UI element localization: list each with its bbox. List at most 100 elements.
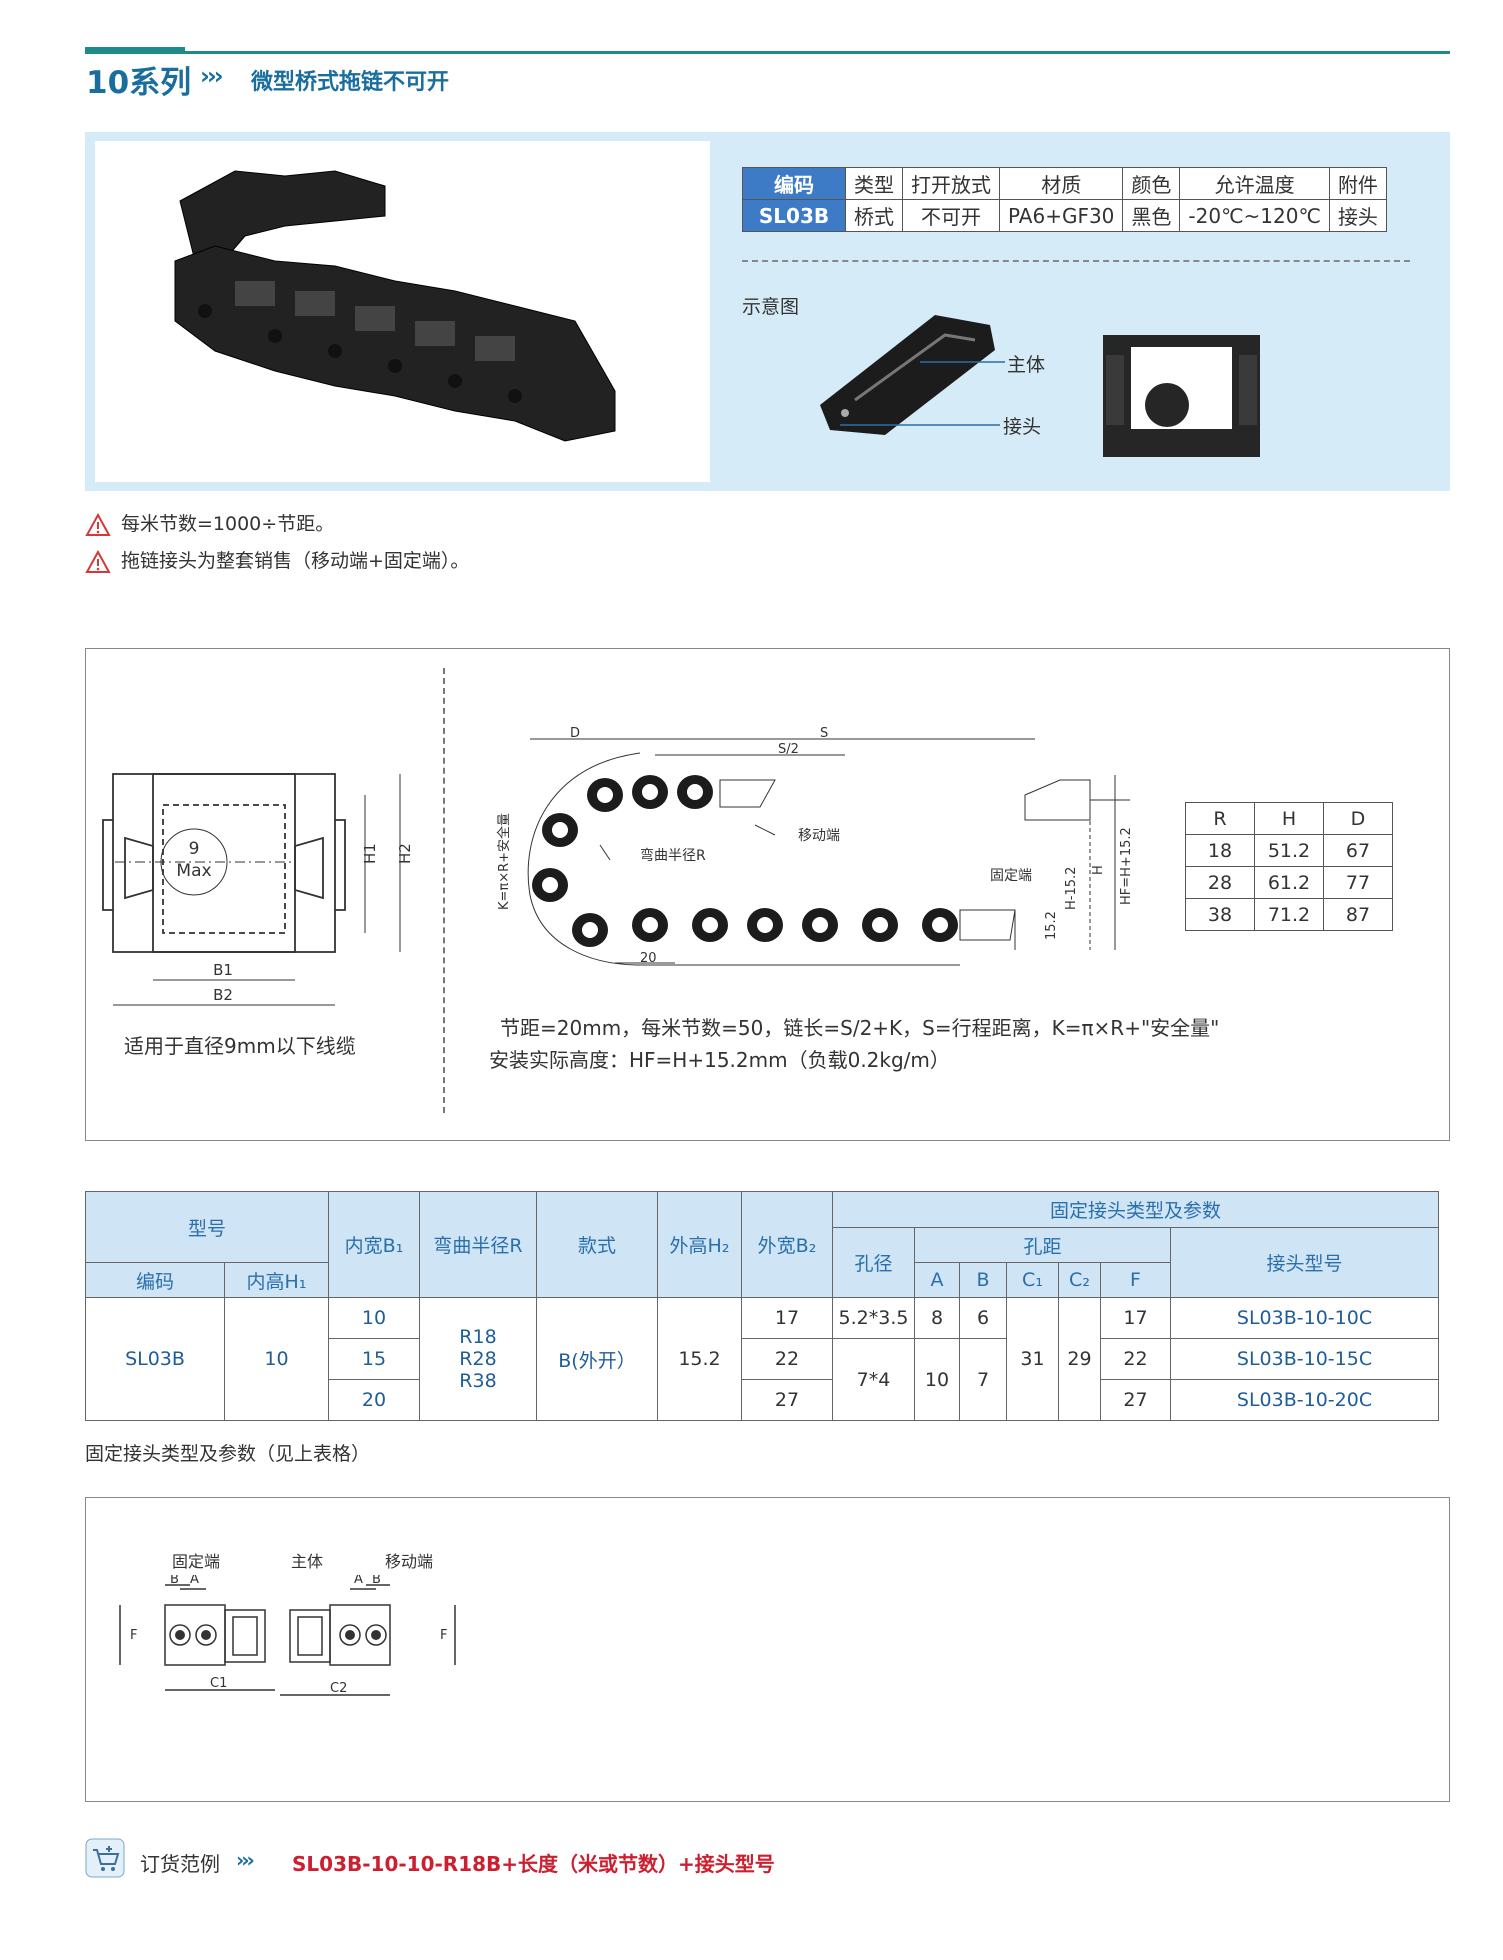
note-item: 拖链接头为整套销售（移动端+固定端）。 [85, 546, 469, 574]
moving-end-label: 移动端 [798, 828, 840, 844]
cell-joint-model: SL03B-10-10C [1170, 1297, 1439, 1339]
h-dimension: H [1091, 865, 1106, 875]
joint-top-view-drawing: B A A B F F C1 C2 [119, 1575, 456, 1696]
drawing-panel [85, 648, 1450, 1141]
a-dimension: A [190, 1575, 199, 1587]
spec-header-cell: 材质 [998, 167, 1124, 200]
cross-section-drawing: 9 Max H1 H2 B1 B2 [102, 773, 414, 1006]
d-dimension: D [570, 726, 580, 741]
col-hole: 孔径 [832, 1227, 915, 1298]
radius-table-cell: 87 [1323, 898, 1393, 931]
spec-header-cell: 打开放式 [902, 167, 1000, 200]
max-label: Max [176, 861, 211, 881]
col-b: B [959, 1262, 1007, 1298]
h1-dimension: H1 [361, 843, 379, 864]
cell-style: B(外开） [536, 1297, 658, 1421]
b-dimension: B [372, 1575, 381, 1587]
f-dimension: F [440, 1628, 447, 1643]
cell-inner-width: 15 [328, 1338, 420, 1380]
radius-table-cell: 61.2 [1254, 866, 1324, 899]
cell-b: 7 [959, 1338, 1007, 1421]
radius-table-header: H [1254, 802, 1324, 835]
cell-b: 6 [959, 1297, 1007, 1339]
header-accent [85, 47, 185, 54]
height-note: 安装实际高度：HF=H+15.2mm（负载0.2kg/m） [489, 1048, 950, 1072]
cell-f: 22 [1100, 1338, 1171, 1380]
fixed-end-label: 固定端 [172, 1552, 221, 1571]
radius-table-cell: 77 [1323, 866, 1393, 899]
cell-hole: 5.2*3.5 [832, 1297, 915, 1339]
col-outer-height: 外高H₂ [657, 1191, 742, 1298]
note-text: 拖链接头为整套销售（移动端+固定端）。 [121, 550, 470, 572]
order-example-label: 订货范例 [140, 1852, 220, 1876]
cell-a: 10 [914, 1338, 960, 1421]
radius-table-cell: 67 [1323, 834, 1393, 867]
spec-header-cell: 颜色 [1122, 167, 1181, 200]
spec-value-cell: 黑色 [1122, 199, 1181, 232]
cell-c1: 31 [1006, 1297, 1059, 1421]
radius-table-cell: 18 [1185, 834, 1255, 867]
cell-inner-width: 20 [328, 1379, 420, 1421]
cell-radius: R38 [459, 1370, 497, 1392]
cell-radius-list: R18 R28 R38 [419, 1297, 537, 1421]
radius-table-cell: 51.2 [1254, 834, 1324, 867]
note-item: 每米节数=1000÷节距。 [85, 509, 334, 537]
col-c2: C₂ [1058, 1262, 1101, 1298]
col-fixed-joint: 固定接头类型及参数 [832, 1191, 1439, 1228]
radius-table-cell: 71.2 [1254, 898, 1324, 931]
cell-inner-width: 10 [328, 1297, 420, 1339]
product-subtitle: 微型桥式拖链不可开 [251, 70, 450, 95]
hf-dimension: HF=H+15.2 [1119, 827, 1134, 905]
spec-value-cell: PA6+GF30 [998, 199, 1124, 232]
col-c1: C₁ [1006, 1262, 1059, 1298]
pitch-note: 节距=20mm，每米节数=50，链长=S/2+K，S=行程距离，K=π×R+"安… [500, 1016, 1220, 1040]
cart-icon [85, 1838, 125, 1878]
product-photo [95, 141, 710, 482]
dashed-separator [443, 668, 445, 1113]
s-dimension: S [820, 726, 828, 741]
joint-diagram-panel [85, 1497, 1450, 1802]
chevron-icon: ››› [236, 1848, 255, 1872]
a-dimension: A [354, 1575, 363, 1587]
cell-radius: R28 [459, 1348, 497, 1370]
b1-dimension: B1 [213, 961, 233, 979]
col-style: 款式 [536, 1191, 658, 1298]
spec-value-cell: 接头 [1328, 199, 1387, 232]
col-inner-width: 内宽B₁ [328, 1191, 420, 1298]
cell-joint-model: SL03B-10-15C [1170, 1338, 1439, 1380]
spec-value-cell: 不可开 [902, 199, 1000, 232]
dashed-divider [742, 260, 1410, 262]
body-label: 主体 [1007, 354, 1046, 376]
half-s-dimension: S/2 [778, 742, 799, 757]
cell-inner-height: 10 [224, 1297, 329, 1421]
col-bend-radius: 弯曲半径R [419, 1191, 537, 1298]
cell-outer-width: 27 [741, 1379, 833, 1421]
order-example-code: SL03B-10-10-R18B+长度（米或节数）+接头型号 [292, 1852, 775, 1876]
model-table: 型号 内宽B₁ 弯曲半径R 款式 外高H₂ 外宽B₂ 固定接头类型及参数 孔径 … [85, 1191, 1439, 1421]
spec-value-cell: SL03B [742, 199, 846, 232]
schematic-label: 示意图 [742, 296, 800, 318]
spec-header-cell: 附件 [1328, 167, 1387, 200]
col-outer-width: 外宽B₂ [741, 1191, 833, 1298]
radius-table-header: D [1323, 802, 1393, 835]
cell-outer-height: 15.2 [657, 1297, 742, 1421]
cell-radius: R18 [459, 1326, 497, 1348]
note-text: 每米节数=1000÷节距。 [121, 513, 335, 535]
table-caption: 固定接头类型及参数（见上表格） [85, 1443, 371, 1465]
c1-dimension: C1 [210, 1676, 227, 1691]
cell-joint-model: SL03B-10-20C [1170, 1379, 1439, 1421]
joint-label: 接头 [1003, 416, 1042, 438]
drag-chain-illustration [174, 170, 616, 442]
warning-icon [85, 549, 111, 573]
b2-dimension: B2 [213, 986, 233, 1004]
f-dimension: F [130, 1628, 137, 1643]
cable-fit-note: 适用于直径9mm以下线缆 [124, 1034, 356, 1058]
moving-end-label: 移动端 [385, 1552, 434, 1571]
cell-c2: 29 [1058, 1297, 1101, 1421]
col-inner-height: 内高H₁ [224, 1262, 329, 1298]
spec-table: 编码 类型 打开放式 材质 颜色 允许温度 附件 SL03B 桥式 不可开 PA… [742, 167, 1387, 232]
radius-table-cell: 38 [1185, 898, 1255, 931]
spec-header-cell: 允许温度 [1179, 167, 1330, 200]
cell-f: 17 [1100, 1297, 1171, 1339]
warning-icon [85, 512, 111, 536]
